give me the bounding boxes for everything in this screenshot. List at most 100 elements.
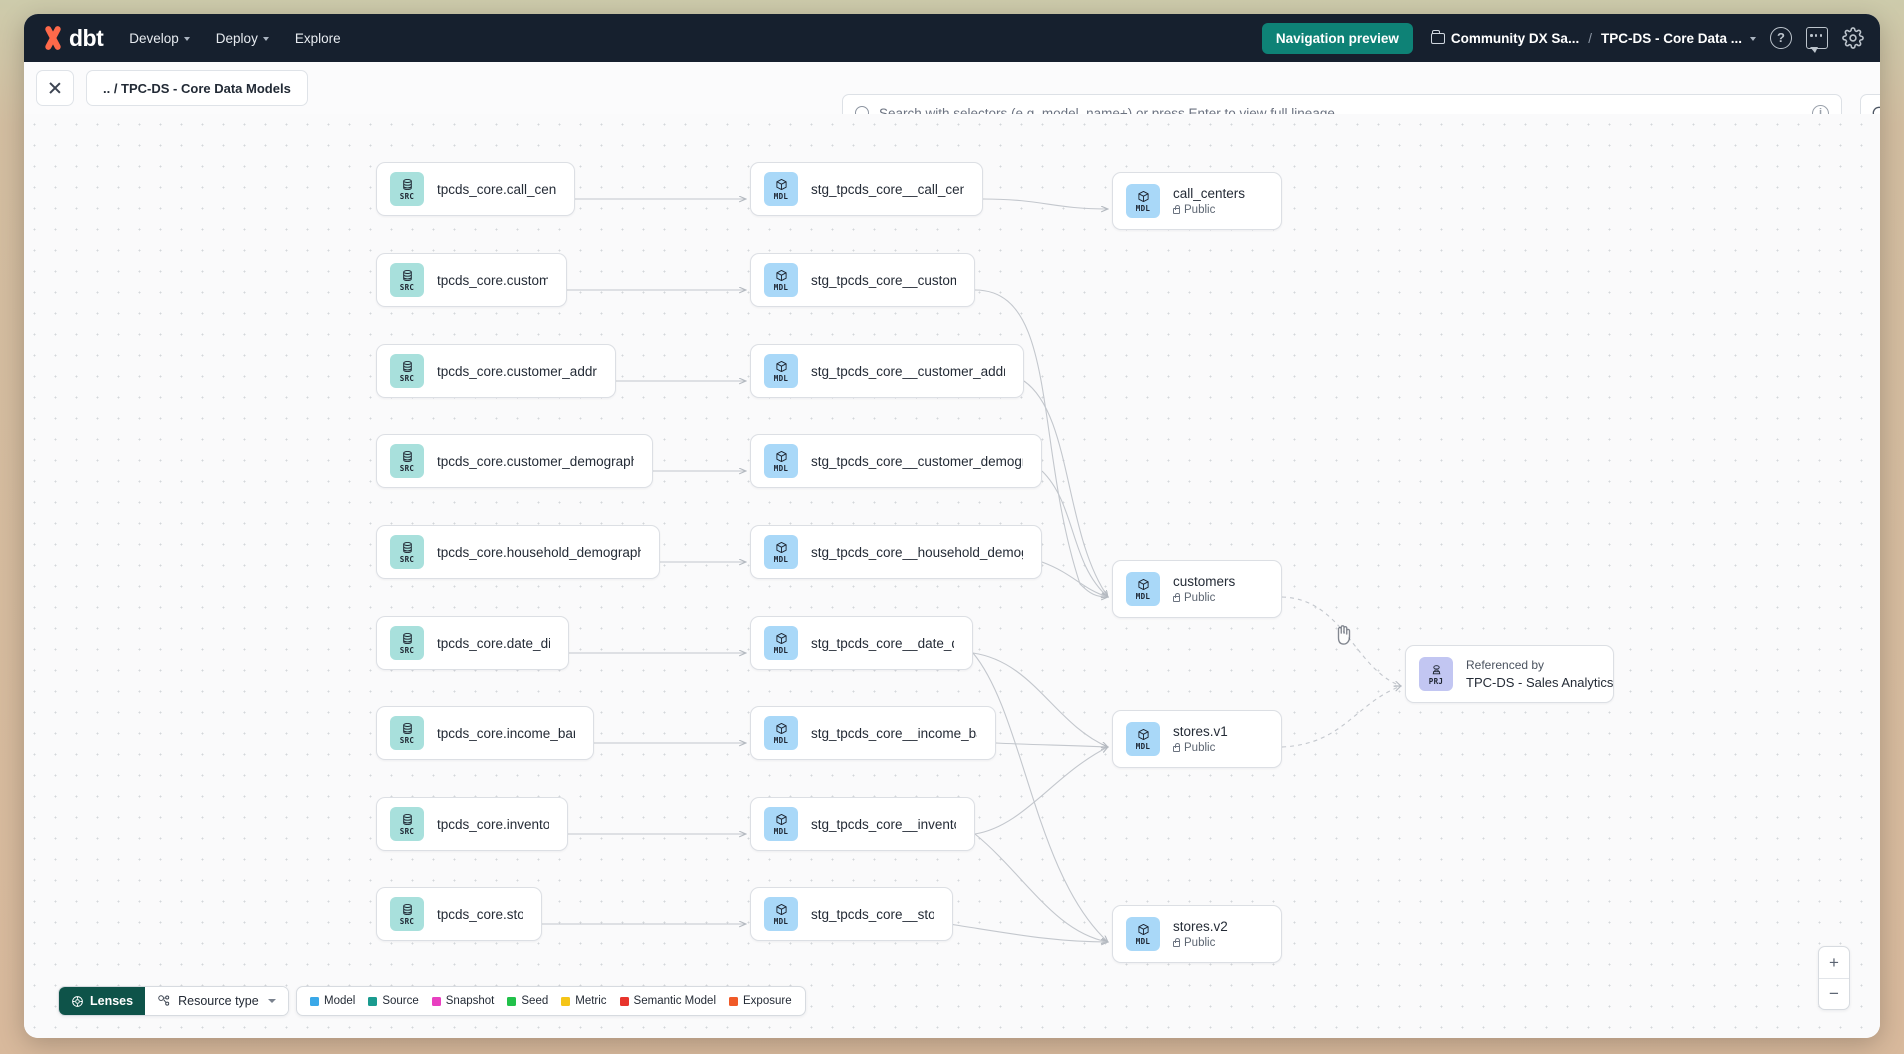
legend-item[interactable]: Snapshot xyxy=(431,995,495,1007)
lenses-control: Lenses Resource type xyxy=(58,986,289,1016)
node-label: stg_tpcds_core__call_center xyxy=(811,181,964,197)
node-text: tpcds_core.call_center xyxy=(437,182,556,197)
node-label: stores.v1 xyxy=(1173,724,1228,739)
mdl-badge-icon: MDL xyxy=(1126,722,1160,756)
lenses-button[interactable]: Lenses xyxy=(59,987,146,1015)
breadcrumb-project-label[interactable]: TPC-DS - Core Data ... xyxy=(1600,30,1742,46)
node-label: stg_tpcds_core__customer xyxy=(811,272,956,288)
help-icon[interactable]: ? xyxy=(1770,27,1792,49)
node-text: stg_tpcds_core__income_band xyxy=(811,726,977,741)
nav-item-deploy[interactable]: Deploy xyxy=(216,31,269,46)
node-text: tpcds_core.income_band xyxy=(437,726,575,741)
feedback-icon[interactable] xyxy=(1806,27,1828,53)
legend-label: Model xyxy=(324,995,356,1007)
close-lineage-button[interactable] xyxy=(36,70,74,106)
node-sublabel: Public xyxy=(1173,204,1245,216)
node-text: tpcds_core.date_dim xyxy=(437,636,550,651)
node-label: stg_tpcds_core__income_band xyxy=(811,725,977,741)
breadcrumb-account[interactable]: Community DX Sa... xyxy=(1430,29,1579,46)
node-label: tpcds_core.customer xyxy=(437,272,548,288)
node-text: stg_tpcds_core__store xyxy=(811,907,934,922)
settings-gear-icon[interactable] xyxy=(1842,27,1864,49)
chevron-down-icon[interactable] xyxy=(1750,37,1756,41)
lock-icon xyxy=(1173,593,1180,602)
node-label: stores.v2 xyxy=(1173,919,1228,934)
model-node[interactable]: MDL stg_tpcds_core__customer xyxy=(750,253,975,307)
src-badge-icon: SRC xyxy=(390,897,424,931)
legend-item[interactable]: Source xyxy=(368,995,419,1007)
node-text: stg_tpcds_core__customer_demogra... xyxy=(811,454,1023,469)
browser-window: dbt Develop Deploy Explore Navigation pr… xyxy=(24,14,1880,1038)
legend-swatch xyxy=(368,996,378,1006)
resource-type-dropdown[interactable]: Resource type xyxy=(145,987,288,1015)
nav-item-explore[interactable]: Explore xyxy=(295,31,341,46)
node-text: tpcds_core.store xyxy=(437,907,523,922)
node-sublabel: Public xyxy=(1173,937,1228,949)
breadcrumb-pill[interactable]: .. / TPC-DS - Core Data Models xyxy=(86,70,308,106)
nav-item-develop[interactable]: Develop xyxy=(129,31,190,46)
node-text: tpcds_core.customer_demographics xyxy=(437,454,634,469)
dbt-logo[interactable]: dbt xyxy=(40,24,104,52)
zoom-in-button[interactable]: + xyxy=(1829,952,1839,972)
mdl-badge-icon: MDL xyxy=(764,535,798,569)
legend-swatch xyxy=(619,996,629,1006)
chevron-down-icon xyxy=(262,37,269,41)
zoom-out-button[interactable]: − xyxy=(1819,978,1849,1009)
node-text: stg_tpcds_core__call_center xyxy=(811,182,964,197)
lock-icon xyxy=(1173,205,1180,214)
mdl-badge-icon: MDL xyxy=(764,263,798,297)
legend-item[interactable]: Metric xyxy=(561,995,607,1007)
dbt-logo-text: dbt xyxy=(69,24,104,51)
source-node[interactable]: SRC tpcds_core.customer xyxy=(376,253,567,307)
legend-item[interactable]: Semantic Model xyxy=(619,995,716,1007)
node-label: tpcds_core.date_dim xyxy=(437,635,550,651)
legend-swatch xyxy=(431,996,441,1006)
mdl-badge-icon: MDL xyxy=(764,444,798,478)
node-sublabel-text: Public xyxy=(1184,592,1216,604)
nav-deploy-label: Deploy xyxy=(215,30,258,46)
grab-hand-cursor xyxy=(1337,625,1351,645)
lineage-canvas[interactable]: SRCtpcds_core.call_centerSRCtpcds_core.c… xyxy=(24,114,1880,1038)
node-label: stg_tpcds_core__customer_address xyxy=(811,363,1005,379)
model-node[interactable]: MDL stg_tpcds_core__customer_address xyxy=(750,344,1024,398)
node-text: stg_tpcds_core__customer_address xyxy=(811,364,1005,379)
node-sublabel-text: Public xyxy=(1184,204,1216,216)
mdl-badge-icon: MDL xyxy=(764,354,798,388)
node-label: stg_tpcds_core__customer_demogra... xyxy=(811,453,1023,469)
navigation-preview-button[interactable]: Navigation preview xyxy=(1261,22,1413,54)
node-label: stg_tpcds_core__inventory xyxy=(811,816,956,832)
model-node[interactable]: MDL stg_tpcds_core__customer_demogra... xyxy=(750,434,1042,488)
legend-item[interactable]: Seed xyxy=(507,995,548,1007)
mdl-badge-icon: MDL xyxy=(764,626,798,660)
source-node[interactable]: SRC tpcds_core.store xyxy=(376,887,542,941)
legend-label: Snapshot xyxy=(445,995,495,1007)
breadcrumb-separator: / xyxy=(1588,30,1592,46)
legend-label: Metric xyxy=(575,995,607,1007)
app-header: dbt Develop Deploy Explore Navigation pr… xyxy=(24,14,1880,62)
src-badge-icon: SRC xyxy=(390,263,424,297)
nav-explore-label: Explore xyxy=(294,30,341,46)
legend-item[interactable]: Model xyxy=(310,995,355,1007)
legend-item[interactable]: Exposure xyxy=(729,995,792,1007)
